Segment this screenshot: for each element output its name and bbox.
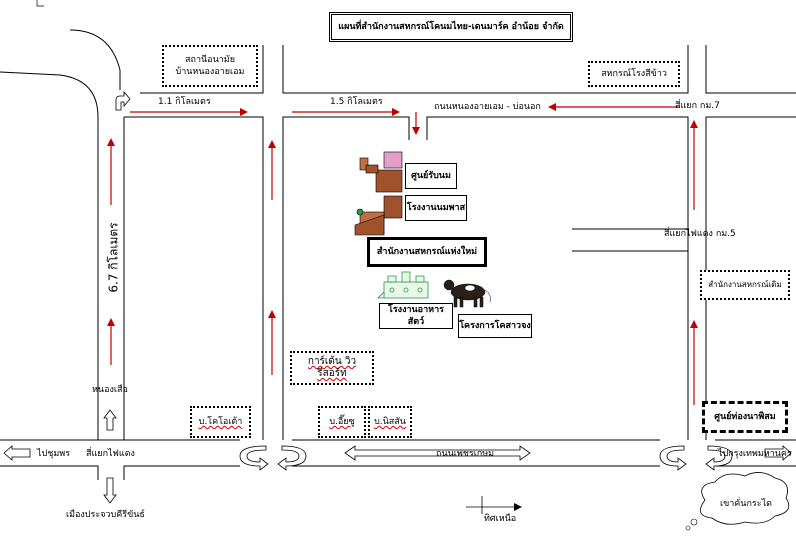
corner-mark xyxy=(36,0,44,7)
milk-collection-box: ศูนย์รับนม xyxy=(405,163,457,189)
tourist-center-box: ศูนย์ท่องนาพิสม xyxy=(702,401,788,433)
right-arrow-bangkok xyxy=(764,445,792,461)
milk-factory-box: โรงงานนมพาส xyxy=(405,195,467,221)
u-turn-4 xyxy=(705,445,733,471)
nong-luea-label: หนองเสือ xyxy=(92,385,128,395)
intersection-km5-label: สี่แยกไฟแดง กม.5 xyxy=(664,229,736,239)
u-turn-1 xyxy=(239,445,269,471)
health-station-line2: บ้านหนองอายเอม xyxy=(175,67,245,77)
distance-1-5: 1.5 กิโลเมตร xyxy=(330,97,383,107)
rice-coop-box: สหกรณ์โรงสีข้าว xyxy=(588,61,680,87)
old-office-box: สำนักงานสหกรณ์เดิม xyxy=(700,270,790,300)
north-label: ทิศเหนือ xyxy=(484,514,517,524)
turn-right-arrow xyxy=(115,90,131,111)
feed-factory-building xyxy=(377,271,429,299)
mountain-cloud xyxy=(699,472,790,525)
road-network xyxy=(0,29,796,480)
double-arrow-phetkasem xyxy=(344,445,531,461)
u-turn-3 xyxy=(659,445,687,471)
cattle-farm-box: โครงการโคสาวจง xyxy=(458,314,532,338)
head-office-box: สำนักงานสหกรณ์แห่งใหม่ xyxy=(367,237,487,267)
left-arrow-chumphon xyxy=(3,445,31,461)
distance-1-1: 1.1 กิโลเมตร xyxy=(158,97,211,107)
ban-mu-box: บ.อี๊ยซู xyxy=(318,406,366,438)
ban-khot-tao-label: บ.โคโอเต้า xyxy=(198,417,243,427)
prachuap-label: เมืองประจวบคีรีขันธ์ xyxy=(66,510,145,520)
direction-arrows xyxy=(3,90,792,504)
to-bangkok-label: ไปกรุงเทพมหานคร xyxy=(718,449,792,459)
to-chumphon-label: ไปชุมพร xyxy=(37,449,71,459)
ban-nisat-box: บ.นิสสัน xyxy=(368,406,412,438)
health-station-box: สถานีอนามัย บ้านหนองอายเอม xyxy=(162,45,258,87)
down-arrow-prachuap xyxy=(103,477,117,504)
nong-ayem-road-label: ถนนหนองอายเอม - บ่อนอก xyxy=(434,102,541,112)
intersection-km7-label: สี่แยก กม.7 xyxy=(675,101,720,111)
milk-factory-building xyxy=(354,195,403,236)
ban-khot-tao-box: บ.โคโอเต้า xyxy=(190,406,251,438)
cow-icon xyxy=(443,279,491,308)
up-arrow xyxy=(103,409,117,431)
garden-resort-box: การ์เด้น วิว รีสอร์ท xyxy=(290,351,374,385)
ban-mu-label: บ.อี๊ยซู xyxy=(329,417,355,427)
mountain-label: เขาคั่นกระได xyxy=(720,499,772,509)
health-station-line1: สถานีอนามัย xyxy=(185,55,235,65)
distance-6-7-vertical: 6.7 กิโลเมตร xyxy=(106,222,121,293)
map-title: แผนที่สำนักงานสหกรณ์โคนมไทย-เดนมาร์ค อำน… xyxy=(329,12,573,42)
north-arrow xyxy=(466,496,522,514)
traffic-light-label: สี่แยกไฟแดง xyxy=(86,449,135,459)
garden-resort-label: การ์เด้น วิว รีสอร์ท xyxy=(307,356,357,379)
phetkasem-road-label: ถนนเพชรเกษม xyxy=(436,449,495,459)
milk-collection-building xyxy=(359,151,403,193)
route-arrows xyxy=(107,103,698,405)
ban-nisat-label: บ.นิสสัน xyxy=(374,417,406,427)
feed-factory-box: โรงงานอาหารสัตว์ xyxy=(379,303,453,329)
u-turn-2 xyxy=(277,445,307,471)
